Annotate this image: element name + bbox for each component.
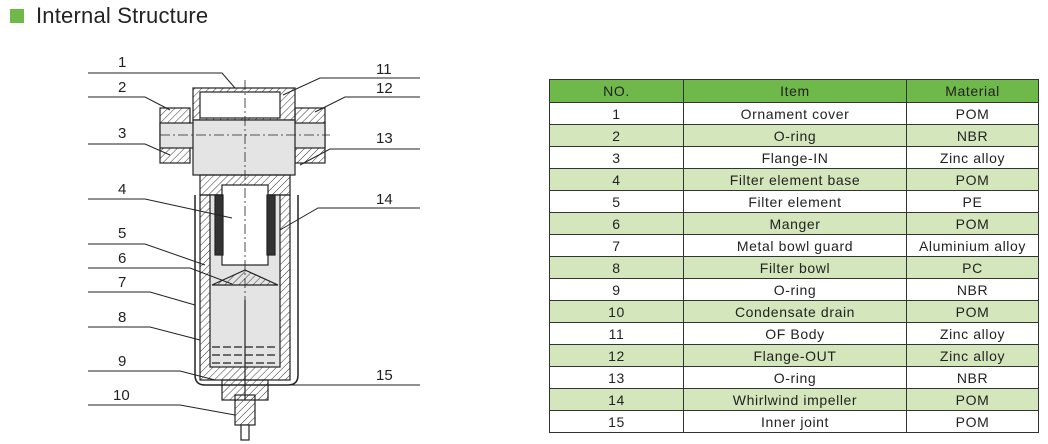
cell-item: Metal bowl guard bbox=[683, 234, 907, 257]
cell-no: 12 bbox=[549, 344, 684, 367]
cell-item: Filter element base bbox=[683, 168, 907, 191]
cell-no: 5 bbox=[549, 190, 684, 213]
cell-material: POM bbox=[906, 300, 1039, 323]
cell-no: 9 bbox=[549, 278, 684, 301]
cell-item: Flange-IN bbox=[683, 146, 907, 169]
cell-item: OF Body bbox=[683, 322, 907, 345]
callout-14: 14 bbox=[376, 191, 393, 208]
cell-item: Filter element bbox=[683, 190, 907, 213]
cell-material: Aluminium alloy bbox=[906, 234, 1039, 257]
cell-material: NBR bbox=[906, 278, 1039, 301]
cell-no: 8 bbox=[549, 256, 684, 279]
callout-labels: 1 2 3 4 5 6 7 8 9 10 11 12 13 14 15 bbox=[113, 54, 393, 404]
column-header-item: Item bbox=[683, 79, 907, 103]
cell-material: Zinc alloy bbox=[906, 322, 1039, 345]
cell-item: Manger bbox=[683, 212, 907, 235]
callout-8: 8 bbox=[118, 309, 126, 326]
cell-no: 13 bbox=[549, 366, 684, 389]
cell-material: PE bbox=[906, 190, 1039, 213]
section-title-text: Internal Structure bbox=[36, 3, 209, 28]
callout-leaders bbox=[88, 72, 420, 416]
cell-no: 15 bbox=[549, 410, 684, 433]
callout-10: 10 bbox=[113, 387, 130, 404]
column-header-material: Material bbox=[906, 79, 1039, 103]
cell-item: Whirlwind impeller bbox=[683, 388, 907, 411]
cell-item: Flange-OUT bbox=[683, 344, 907, 367]
cell-material: POM bbox=[906, 102, 1039, 125]
callout-1: 1 bbox=[118, 54, 126, 71]
cell-material: POM bbox=[906, 410, 1039, 433]
cell-material: NBR bbox=[906, 124, 1039, 147]
callout-13: 13 bbox=[376, 130, 393, 147]
filter-body bbox=[159, 80, 330, 441]
callout-7: 7 bbox=[118, 274, 126, 291]
callout-5: 5 bbox=[118, 225, 126, 242]
filter-cross-section-diagram: 1 2 3 4 5 6 7 8 9 10 11 12 13 14 15 bbox=[88, 54, 420, 441]
cell-no: 4 bbox=[549, 168, 684, 191]
cell-item: Filter bowl bbox=[683, 256, 907, 279]
cell-item: O-ring bbox=[683, 124, 907, 147]
cell-no: 3 bbox=[549, 146, 684, 169]
cell-material: NBR bbox=[906, 366, 1039, 389]
cell-material: POM bbox=[906, 212, 1039, 235]
callout-12: 12 bbox=[376, 80, 393, 97]
column-header-no: NO. bbox=[549, 79, 684, 103]
cell-no: 1 bbox=[549, 102, 684, 125]
cell-material: PC bbox=[906, 256, 1039, 279]
callout-4: 4 bbox=[118, 181, 126, 198]
cell-material: POM bbox=[906, 388, 1039, 411]
callout-11: 11 bbox=[376, 61, 392, 78]
cell-item: Ornament cover bbox=[683, 102, 907, 125]
cell-no: 11 bbox=[549, 322, 684, 345]
section-title: Internal Structure bbox=[10, 3, 208, 29]
callout-6: 6 bbox=[118, 250, 126, 267]
cell-no: 10 bbox=[549, 300, 684, 323]
table-header-row: NO. Item Material bbox=[549, 79, 1039, 103]
cell-no: 14 bbox=[549, 388, 684, 411]
cell-item: O-ring bbox=[683, 278, 907, 301]
cell-item: O-ring bbox=[683, 366, 907, 389]
cell-item: Inner joint bbox=[683, 410, 907, 433]
cell-material: Zinc alloy bbox=[906, 344, 1039, 367]
cell-material: Zinc alloy bbox=[906, 146, 1039, 169]
callout-2: 2 bbox=[118, 79, 126, 96]
cell-material: POM bbox=[906, 168, 1039, 191]
bullet-square-icon bbox=[10, 9, 24, 23]
cell-no: 6 bbox=[549, 212, 684, 235]
cell-no: 2 bbox=[549, 124, 684, 147]
callout-15: 15 bbox=[376, 367, 393, 384]
cell-no: 7 bbox=[549, 234, 684, 257]
callout-9: 9 bbox=[118, 353, 126, 370]
callout-3: 3 bbox=[118, 125, 126, 142]
cell-item: Condensate drain bbox=[683, 300, 907, 323]
